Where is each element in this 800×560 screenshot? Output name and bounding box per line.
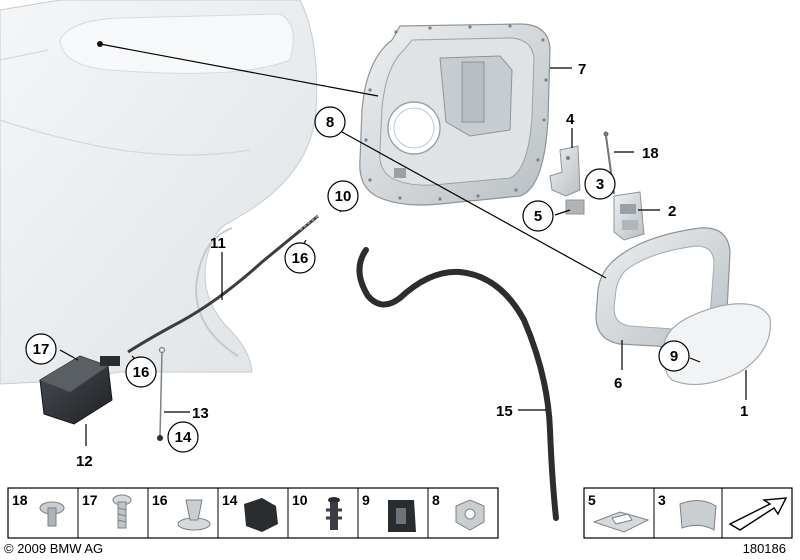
copyright-text: © 2009 BMW AG xyxy=(4,541,104,556)
parts-strip-right: 5 3 xyxy=(583,487,793,539)
callout-1: 1 xyxy=(740,403,748,420)
callout-2: 2 xyxy=(668,203,676,220)
callout-6: 6 xyxy=(614,375,622,392)
strip-num-9: 9 xyxy=(362,492,370,508)
callout-8: 8 xyxy=(326,114,334,131)
screw-18-icon xyxy=(39,501,65,527)
callout-16-upper: 16 xyxy=(292,250,309,267)
clip-5-icon xyxy=(592,511,650,533)
callout-3: 3 xyxy=(596,176,604,193)
bracket-part-4 xyxy=(549,145,585,215)
cable-part-11 xyxy=(127,214,319,354)
strip-num-10: 10 xyxy=(292,492,308,508)
callout-4: 4 xyxy=(566,111,575,128)
arrow-shape-icon xyxy=(728,497,788,531)
buffer-9-icon xyxy=(388,500,416,532)
grommet-14-icon xyxy=(244,498,278,532)
callout-13: 13 xyxy=(192,405,209,422)
clip-3-icon xyxy=(679,500,717,531)
clip-16-icon xyxy=(177,499,211,531)
callout-9: 9 xyxy=(670,348,678,365)
expansion-rivet-10-icon xyxy=(326,497,342,530)
callouts: 1 2 3 4 5 6 7 8 9 10 11 12 13 14 15 16 1… xyxy=(25,61,748,470)
strip-num-14: 14 xyxy=(222,492,238,508)
callout-5: 5 xyxy=(534,208,542,225)
strip-num-17: 17 xyxy=(82,492,98,508)
strip-num-3: 3 xyxy=(658,492,666,508)
actuator-part-12 xyxy=(39,355,120,425)
callout-7: 7 xyxy=(578,61,586,78)
callout-15: 15 xyxy=(496,403,513,420)
rear-side-panel xyxy=(0,0,318,385)
diagram-number: 180186 xyxy=(742,541,786,556)
strip-num-18: 18 xyxy=(12,492,28,508)
strip-num-16: 16 xyxy=(152,492,168,508)
callout-10: 10 xyxy=(335,188,352,205)
rod-part-13 xyxy=(157,346,166,441)
parts-strip-left: 18 17 16 14 10 9 8 xyxy=(7,487,499,539)
callout-14: 14 xyxy=(175,429,192,446)
callout-17: 17 xyxy=(33,341,50,358)
callout-16-lower: 16 xyxy=(133,364,150,381)
callout-12: 12 xyxy=(76,453,93,470)
callout-11: 11 xyxy=(210,235,226,252)
leader-lines xyxy=(59,43,747,446)
hose-part-15 xyxy=(356,247,559,521)
strip-num-5: 5 xyxy=(588,492,596,508)
fuel-filler-housing xyxy=(359,23,551,206)
strip-num-8: 8 xyxy=(432,492,440,508)
callout-18: 18 xyxy=(642,145,659,162)
screw-17-icon xyxy=(112,494,132,529)
nut-8-icon xyxy=(455,499,485,531)
fuel-flap-part-1 xyxy=(663,303,772,386)
